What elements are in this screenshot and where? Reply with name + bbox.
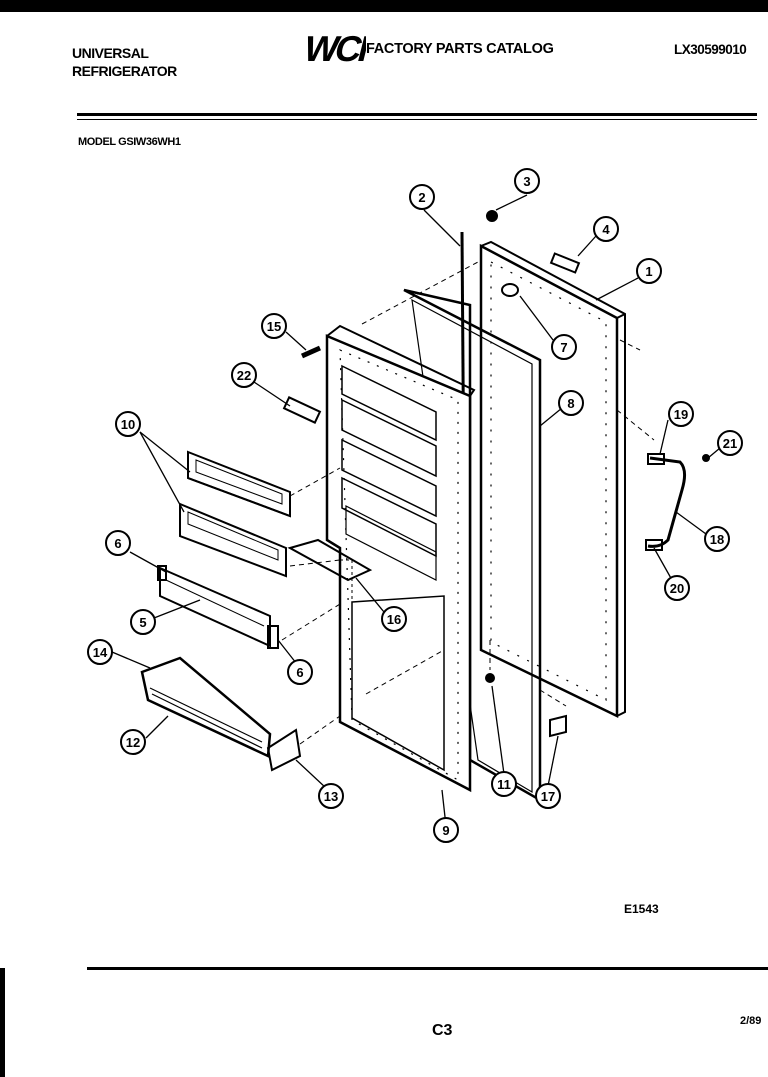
callout-7: 7 — [551, 334, 577, 360]
callout-9: 9 — [433, 817, 459, 843]
door-outer-panel — [479, 240, 626, 718]
callout-5: 5 — [130, 609, 156, 635]
trim-piece — [549, 252, 581, 274]
model-line: MODEL GSIW36WH1 — [78, 136, 181, 148]
brand-line-1: UNIVERSAL — [72, 45, 149, 61]
svg-text:4: 4 — [602, 222, 610, 237]
callout-11: 11 — [491, 771, 517, 797]
svg-text:13: 13 — [324, 789, 338, 804]
svg-text:5: 5 — [139, 615, 146, 630]
svg-text:18: 18 — [710, 532, 724, 547]
svg-text:7: 7 — [560, 340, 567, 355]
callout-13: 13 — [318, 783, 344, 809]
svg-text:20: 20 — [670, 581, 684, 596]
door-bin — [140, 656, 272, 758]
door-shelf-upper — [187, 450, 291, 518]
callout-16: 16 — [381, 606, 407, 632]
rail-end-cap — [267, 625, 279, 649]
callout-3: 3 — [514, 168, 540, 194]
callout-8: 8 — [558, 390, 584, 416]
svg-text:1: 1 — [645, 264, 652, 279]
svg-text:2: 2 — [418, 190, 425, 205]
callout-10: 10 — [115, 411, 141, 437]
screw — [300, 345, 322, 359]
svg-text:10: 10 — [121, 417, 135, 432]
svg-text:9: 9 — [442, 823, 449, 838]
header-rule — [77, 113, 757, 116]
footer-rule — [87, 967, 768, 970]
callout-21: 21 — [717, 430, 743, 456]
bin-support — [266, 728, 302, 772]
callout-12: 12 — [120, 729, 146, 755]
rail-end-cap-upper — [157, 565, 167, 581]
callout-1: 1 — [636, 258, 662, 284]
svg-text:6: 6 — [114, 536, 121, 551]
door-handle — [645, 453, 687, 551]
assembly-lines — [281, 261, 655, 745]
callout-2: 2 — [409, 184, 435, 210]
door-stop — [485, 673, 495, 683]
svg-text:11: 11 — [497, 777, 511, 792]
svg-text:12: 12 — [126, 735, 140, 750]
svg-text:22: 22 — [237, 368, 251, 383]
callout-14: 14 — [87, 639, 113, 665]
callout-22: 22 — [231, 362, 257, 388]
svg-text:16: 16 — [387, 612, 401, 627]
callout-4: 4 — [593, 216, 619, 242]
top-border-bar — [0, 0, 768, 12]
callout-15: 15 — [261, 313, 287, 339]
logo-text: WCI — [300, 29, 366, 66]
svg-text:15: 15 — [267, 319, 281, 334]
svg-text:3: 3 — [523, 174, 530, 189]
callout-18: 18 — [704, 526, 730, 552]
date-code: 2/89 — [740, 1015, 762, 1027]
figure-id: E1543 — [624, 902, 659, 916]
svg-text:14: 14 — [93, 645, 108, 660]
door-bumper — [282, 396, 322, 424]
svg-text:21: 21 — [723, 436, 737, 451]
page-code: C3 — [432, 1022, 453, 1039]
callout-17: 17 — [535, 783, 561, 809]
callout-markers: 1 2 3 4 5 6 6 7 8 9 10 11 12 13 14 15 16… — [87, 168, 743, 843]
brand-line-2: REFRIGERATOR — [72, 63, 177, 79]
callout-6-lower: 6 — [287, 659, 313, 685]
svg-text:17: 17 — [541, 789, 555, 804]
header-rule-thin — [77, 119, 757, 120]
callout-20: 20 — [664, 575, 690, 601]
document-number: LX30599010 — [674, 42, 747, 57]
cam — [549, 714, 567, 738]
catalog-title: FACTORY PARTS CATALOG — [366, 41, 554, 57]
callout-6-upper: 6 — [105, 530, 131, 556]
svg-text:19: 19 — [674, 407, 688, 422]
svg-text:8: 8 — [567, 396, 574, 411]
plug-button — [486, 210, 498, 222]
svg-text:6: 6 — [296, 665, 303, 680]
callout-19: 19 — [668, 401, 694, 427]
egg-tray — [287, 538, 373, 582]
shelf-rail — [159, 566, 271, 648]
scan-edge-mark — [0, 968, 5, 1077]
door-shelf-lower — [179, 502, 287, 578]
wci-logo: WCI — [300, 29, 366, 66]
hinge-cover — [501, 283, 519, 297]
inner-door-liner — [325, 324, 476, 793]
brand-block: UNIVERSAL REFRIGERATOR — [72, 44, 177, 80]
leader-lines — [111, 194, 721, 827]
